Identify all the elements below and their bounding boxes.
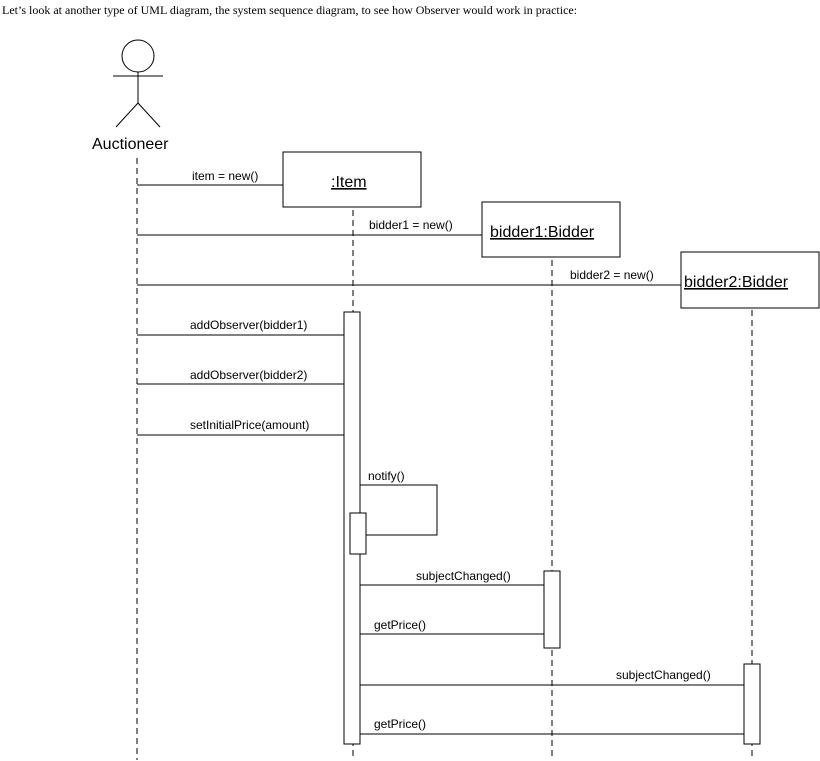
activation-item-notify bbox=[349, 512, 367, 555]
object-bidder1-label: bidder1:Bidder bbox=[490, 224, 595, 241]
intro-text: Let’s look at another type of UML diagra… bbox=[2, 3, 578, 17]
message-label-subject-changed-1: subjectChanged() bbox=[416, 569, 511, 583]
message-label-set-initial-price: setInitialPrice(amount) bbox=[190, 418, 309, 432]
activation-bidder1 bbox=[543, 570, 561, 649]
actor-label: Auctioneer bbox=[92, 136, 169, 153]
object-bidder2-box bbox=[680, 251, 820, 309]
actor-right-leg bbox=[137, 102, 161, 128]
object-bidder2: bidder2:Bidder bbox=[680, 251, 820, 309]
object-item-box bbox=[282, 151, 422, 208]
object-bidder1-box bbox=[481, 201, 621, 258]
object-item-label: :Item bbox=[331, 174, 367, 191]
object-bidder2-label: bidder2:Bidder bbox=[684, 274, 789, 291]
activation-bidder2 bbox=[743, 663, 761, 745]
message-label-get-price-2: getPrice() bbox=[374, 717, 426, 731]
actor-left-leg bbox=[115, 102, 139, 128]
message-label-get-price-1: getPrice() bbox=[374, 618, 426, 632]
message-label-add-observer-2: addObserver(bidder2) bbox=[190, 368, 307, 382]
object-bidder1: bidder1:Bidder bbox=[481, 201, 621, 258]
actor-auctioneer-figure bbox=[113, 39, 163, 128]
actor-head bbox=[121, 39, 155, 73]
message-label-notify: notify() bbox=[368, 469, 405, 483]
message-label-bidder2-new: bidder2 = new() bbox=[570, 268, 654, 282]
message-label-add-observer-1: addObserver(bidder1) bbox=[190, 318, 307, 332]
message-line-notify bbox=[360, 484, 438, 536]
message-label-bidder1-new: bidder1 = new() bbox=[369, 218, 453, 232]
message-label-subject-changed-2: subjectChanged() bbox=[616, 668, 711, 682]
object-item: :Item bbox=[282, 151, 422, 208]
message-label-item-new: item = new() bbox=[192, 169, 258, 183]
